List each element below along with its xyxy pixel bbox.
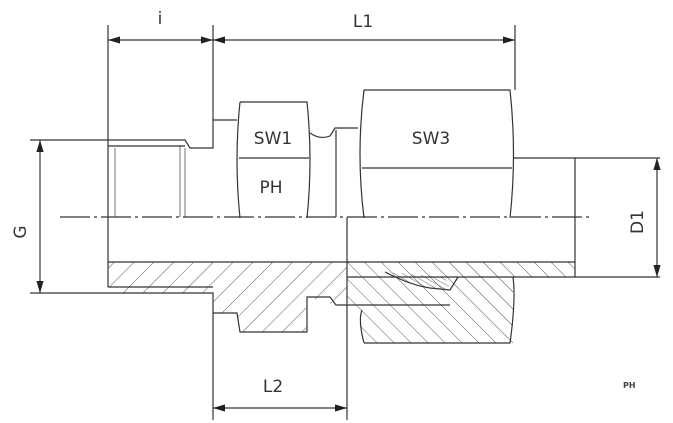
label-L2: L2 [263,377,283,397]
label-D1: D1 [628,210,648,234]
dimensions [36,36,661,412]
label-G: G [11,225,31,238]
fitting-outline [30,25,660,420]
label-L1: L1 [353,12,373,32]
label-SW1: SW1 [254,129,292,149]
label-PH: PH [259,178,282,198]
ph-logo: PH [623,381,636,390]
label-i: i [158,9,163,29]
label-SW3: SW3 [412,129,450,149]
section-hatching [108,262,575,343]
